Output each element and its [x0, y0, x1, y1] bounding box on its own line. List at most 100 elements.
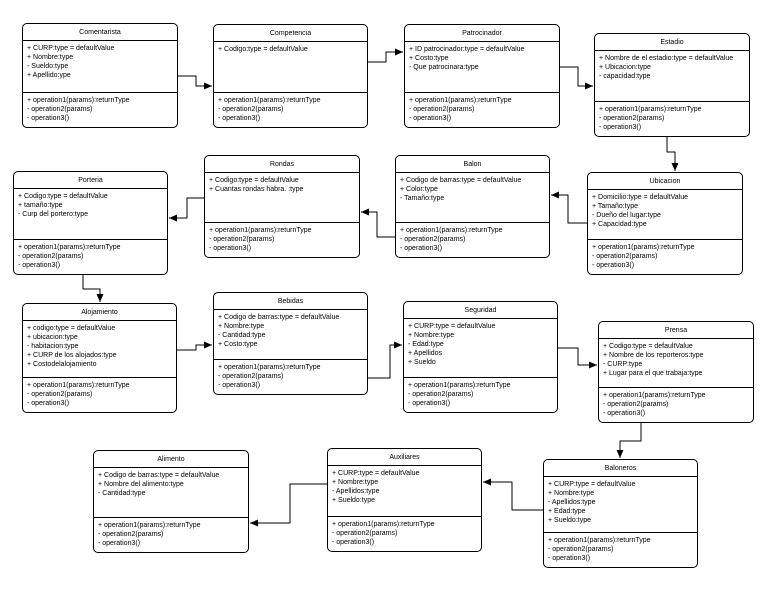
- class-operations-section: + operation1(params):returnType - operati…: [205, 222, 359, 257]
- class-competencia[interactable]: Competencia+ Codigo:type = defaultValue+…: [213, 24, 368, 128]
- class-title: Alojamiento: [23, 304, 176, 321]
- class-attribute: + Nombre:type: [218, 323, 265, 330]
- class-title: Comentarista: [23, 24, 177, 41]
- class-attribute: - Apellidos:type: [332, 488, 380, 495]
- class-attribute: + Cuantas rondas habra. :type: [209, 186, 304, 193]
- class-operation: - operation3(): [98, 540, 141, 547]
- class-operations-section: + operation1(params):returnType- operati…: [595, 101, 749, 136]
- class-attribute: + Sueldo:type: [548, 517, 592, 524]
- class-bebidas[interactable]: Bebidas+ Codigo de barras:type = default…: [213, 292, 368, 395]
- class-operations-section: + operation1(params):returnType - operati…: [94, 517, 248, 552]
- class-attribute: + CURP:type = defaultValue: [332, 470, 420, 477]
- class-operation: - operation2(params): [27, 391, 93, 398]
- class-attribute: + CURP:type = defaultValue: [408, 323, 496, 330]
- class-operation: + operation1(params):returnType: [548, 537, 651, 544]
- class-operation: - operation2(params): [603, 401, 669, 408]
- class-title: Ubicacion: [588, 173, 742, 190]
- class-operation: - operation2(params): [548, 546, 614, 553]
- class-attribute: + Nombre del alimento:type: [98, 481, 184, 488]
- class-operation: - operation3(): [218, 382, 261, 389]
- class-attribute: - Apellidos:type: [548, 499, 596, 506]
- class-operation: - operation3(): [27, 400, 70, 407]
- class-balon[interactable]: Balon + Codigo de barras:type = defaultVa…: [395, 155, 550, 258]
- class-attribute: + Costo:type: [409, 55, 449, 62]
- class-attribute: + Codigo:type = defaultValue: [18, 193, 108, 200]
- class-attribute: + Lugar para el que trabaja:type: [603, 370, 703, 377]
- class-auxiliares[interactable]: Auxiliares+ CURP:type = defaultValue+ No…: [327, 448, 482, 552]
- class-operation: - operation2(params): [592, 253, 658, 260]
- class-baloneros[interactable]: Baloneros+ CURP:type = defaultValue+ Nom…: [543, 459, 698, 568]
- class-attribute: + Apellido:ype: [27, 72, 71, 79]
- class-attributes-section: + CURP:type = defaultValue+ Nombre:type-…: [328, 466, 481, 516]
- class-attributes-section: + Domicilio:type = defaultValue+ Tamaño:…: [588, 190, 742, 239]
- class-operation: - operation2(params): [98, 531, 164, 538]
- class-porteria[interactable]: Porteria+ Codigo:type = defaultValue+ ta…: [13, 171, 168, 275]
- class-alojamiento[interactable]: Alojamiento+ codigo:type = defaultValue+…: [22, 303, 177, 413]
- class-operations-section: + operation1(params):returnType - operati…: [14, 239, 167, 274]
- class-attribute: + Color:type: [400, 186, 438, 193]
- class-comentarista[interactable]: Comentarista+ CURP:type = defaultValue+ …: [22, 23, 178, 128]
- edge-bebidas-to-seguridad: [368, 341, 402, 379]
- class-operation: + operation1(params):returnType: [218, 364, 321, 371]
- class-operation: - operation2(params): [18, 253, 84, 260]
- class-attribute: + Codigo:type = defaultValue: [218, 46, 308, 53]
- class-rondas[interactable]: Rondas+ Codigo:type = defaultValue+ Cuan…: [204, 155, 360, 258]
- class-attributes-section: + Codigo de barras:type = defaultValue+ …: [94, 468, 248, 517]
- class-attribute: + Codigo:type = defaultValue: [209, 177, 299, 184]
- class-operation: + operation1(params):returnType: [218, 97, 321, 104]
- class-attribute: + Costodelalojamiento: [27, 361, 97, 368]
- class-operation: + operation1(params):returnType: [98, 522, 201, 529]
- class-operations-section: + operation1(params):returnType - operati…: [599, 387, 753, 422]
- edge-patrocinador-to-estadio: [560, 66, 593, 90]
- class-title: Auxiliares: [328, 449, 481, 466]
- class-operation: + operation1(params):returnType: [599, 106, 702, 113]
- class-attributes-section: + Codigo:type = defaultValue: [214, 42, 367, 92]
- class-operation: - operation2(params): [209, 236, 275, 243]
- class-title: Balon: [396, 156, 549, 173]
- class-title: Patrocinador: [405, 25, 559, 42]
- class-attribute: + Codigo de barras:type = defaultValue: [400, 177, 522, 184]
- edge-baloneros-to-auxiliares: [483, 478, 543, 511]
- class-prensa[interactable]: Prensa+ Codigo:type = defaultValue+ Nomb…: [598, 321, 754, 423]
- class-attribute: + Sueldo: [408, 359, 436, 366]
- class-attributes-section: + Codigo:type = defaultValue+ Nombre de …: [599, 339, 753, 387]
- class-attribute: - Curp del portero:type: [18, 211, 89, 218]
- class-attribute: + Domicilio:type = defaultValue: [592, 194, 688, 201]
- class-title: Bebidas: [214, 293, 367, 310]
- edge-rondas-to-porteria: [169, 197, 204, 222]
- edge-competencia-to-patrocinador: [368, 48, 403, 63]
- class-ubicacion[interactable]: Ubicacion+ Domicilio:type = defaultValue…: [587, 172, 743, 275]
- edge-porteria-to-alojamiento: [82, 275, 104, 302]
- class-operation: - operation3(): [400, 245, 443, 252]
- class-operation: - operation3(): [408, 400, 451, 407]
- class-alimento[interactable]: Alimento+ Codigo de barras:type = defaul…: [93, 450, 249, 553]
- class-operation: + operation1(params):returnType: [603, 392, 706, 399]
- edge-ubicacion-to-balon: [551, 191, 587, 224]
- edge-seguridad-to-prensa: [558, 347, 597, 369]
- class-attribute: - capacidad:type: [599, 73, 651, 80]
- class-operation: - operation2(params): [332, 530, 398, 537]
- class-operations-section: + operation1(params):returnType- operati…: [396, 222, 549, 257]
- class-attribute: + ID patrocinador:type = defaultValue: [409, 46, 525, 53]
- class-attributes-section: + CURP:type = defaultValue+ Nombre:type-…: [404, 319, 557, 377]
- class-operation: + operation1(params):returnType: [332, 521, 435, 528]
- edge-estadio-to-ubicacion: [666, 137, 679, 171]
- class-attribute: + ubicacion:type: [27, 334, 78, 341]
- class-operation: - operation3(): [18, 262, 61, 269]
- class-operation: - operation3(): [603, 410, 646, 417]
- class-attribute: - CURP:type: [603, 361, 643, 368]
- class-estadio[interactable]: Estadio+ Nombre de el estadio:type = def…: [594, 33, 750, 137]
- class-attribute: + Nombre:type: [548, 490, 595, 497]
- class-operations-section: + operation1(params):returnType- operati…: [23, 92, 177, 127]
- class-attributes-section: + CURP:type = defaultValue+ Nombre:type-…: [544, 477, 697, 532]
- class-operation: + operation1(params):returnType: [18, 244, 121, 251]
- class-operation: + operation1(params):returnType: [592, 244, 695, 251]
- class-operation: + operation1(params):returnType: [209, 227, 312, 234]
- class-attribute: - Que patrocinara:type: [409, 64, 479, 71]
- class-seguridad[interactable]: Seguridad+ CURP:type = defaultValue+ Nom…: [403, 301, 558, 413]
- class-title: Estadio: [595, 34, 749, 51]
- class-patrocinador[interactable]: Patrocinador + ID patrocinador:type = def…: [404, 24, 560, 128]
- class-operation: - operation3(): [332, 539, 375, 546]
- class-attributes-section: + Codigo:type = defaultValue + Cuantas ro…: [205, 173, 359, 222]
